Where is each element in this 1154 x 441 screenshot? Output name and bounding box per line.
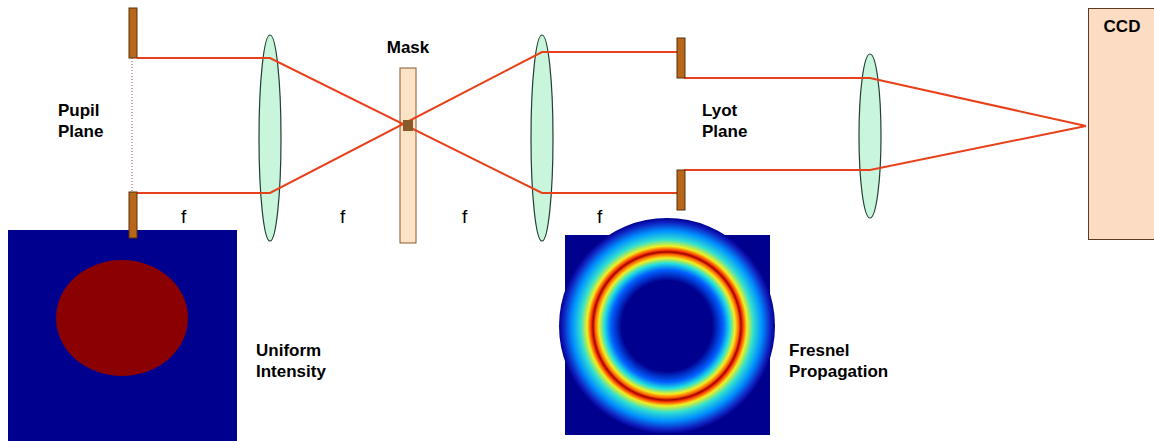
plane-label: Lyot Plane [702,100,762,143]
lyot-stop [677,38,685,78]
pupil-image [8,230,237,441]
pupil-stop [129,8,137,58]
image-caption: Uniform Intensity [256,340,356,383]
ccd-label: CCD [1104,17,1141,37]
fresnel-ring [559,218,775,434]
pupil-disk [56,260,188,376]
mask-plate [400,68,416,243]
lens [259,35,281,241]
ray [137,58,680,193]
lens [531,35,553,241]
focal-length: f [597,205,617,229]
lyot-stop [677,170,685,210]
stops [129,8,685,238]
plane-label: Pupil Plane [58,100,118,143]
lenses [259,35,881,241]
focal-length: f [340,205,360,229]
ccd-box: CCD [1088,8,1154,240]
mask-label-node: Mask [400,68,416,243]
focal-length: f [462,205,482,229]
mask-spot [403,120,413,131]
focal-length: f [181,205,201,229]
image-caption: Fresnel Propagation [789,340,899,383]
mask-heading: Mask [387,38,430,58]
pupil-stop [129,192,137,238]
ray [137,52,680,193]
pupil-line [132,58,133,192]
rays [137,52,1086,193]
ray [684,78,1086,126]
